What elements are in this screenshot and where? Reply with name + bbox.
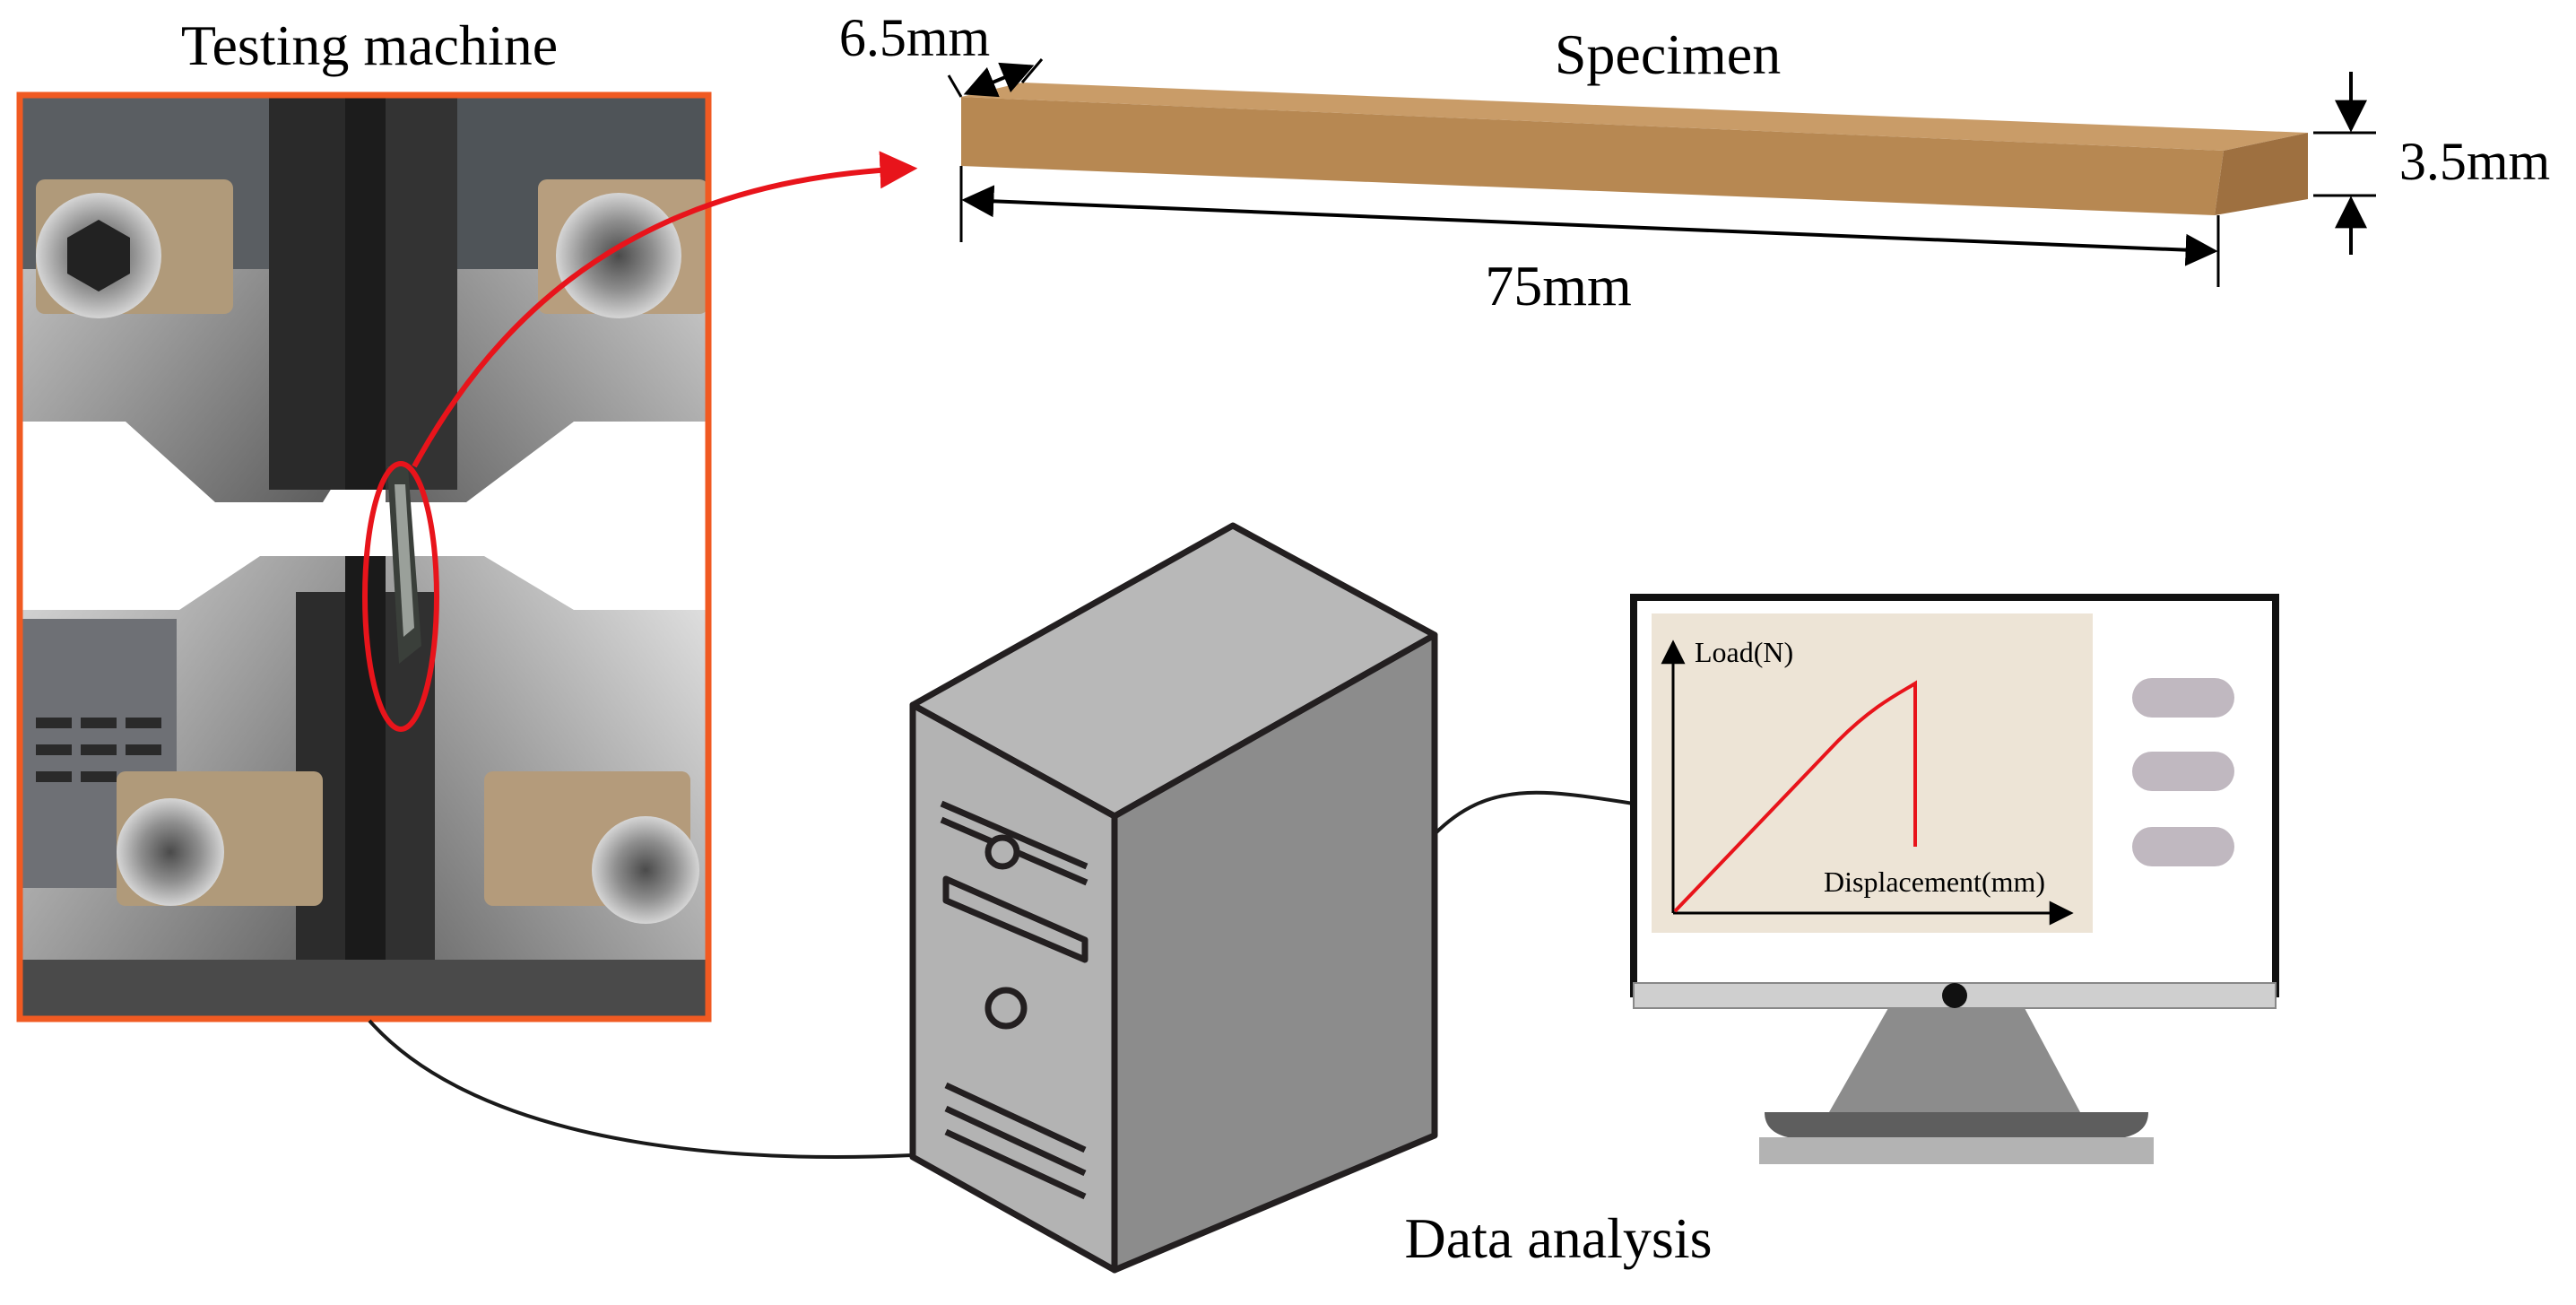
data-analysis-label: Data analysis: [1405, 1206, 1713, 1270]
length-dimension-label: 75mm: [1485, 254, 1632, 318]
specimen-bar: [961, 83, 2308, 215]
length-dimension-arrow: [961, 185, 2218, 266]
cable-machine-to-computer: [368, 1019, 914, 1160]
specimen-highlight-ellipse: [362, 461, 439, 732]
menu-pill-2: [2132, 752, 2234, 791]
menu-pill-3: [2132, 827, 2234, 866]
load-displacement-chart: Load(N) Displacement(mm): [1661, 636, 2074, 926]
screen-chart-area: [1652, 613, 2093, 933]
monitor-icon: [1630, 594, 2279, 1164]
width-dimension-arrow: [963, 62, 1035, 98]
pointer-arrow: [412, 151, 918, 468]
menu-pill-1: [2132, 678, 2234, 718]
cable-computer-to-monitor: [1433, 790, 1635, 836]
testing-machine-label: Testing machine: [181, 13, 558, 77]
thickness-dimension-label: 3.5mm: [2399, 132, 2550, 191]
width-dimension-label: 6.5mm: [839, 8, 990, 67]
testing-machine-photo: [16, 91, 712, 1022]
specimen-label: Specimen: [1555, 22, 1781, 86]
chart-x-label: Displacement(mm): [1824, 866, 2045, 898]
desktop-tower-icon: [909, 522, 1438, 1274]
load-curve: [1673, 680, 1917, 913]
chart-y-label: Load(N): [1695, 636, 1793, 668]
